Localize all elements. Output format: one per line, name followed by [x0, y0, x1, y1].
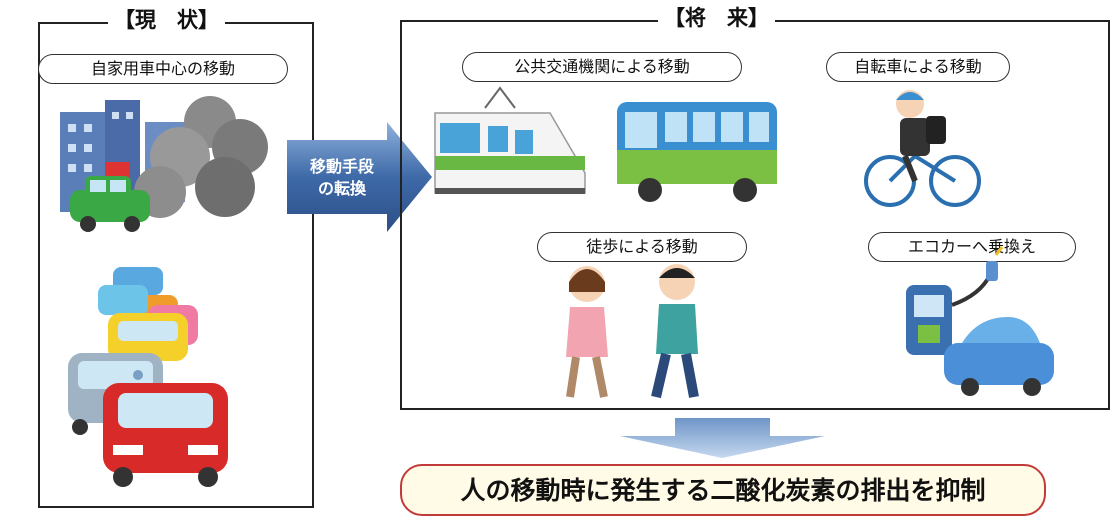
pill-bicycle: 自転車による移動 — [826, 52, 1010, 82]
bus-illustration — [617, 102, 777, 202]
down-arrow — [620, 418, 825, 458]
train-illustration — [434, 86, 586, 194]
transition-label-line2: の転換 — [317, 179, 366, 198]
cyclist-illustration — [864, 90, 981, 207]
transition-arrow — [287, 122, 432, 232]
current-title: 【現 状】 — [108, 8, 225, 32]
ev-charging-illustration — [906, 246, 1054, 396]
pill-ecocar: エコカーへ乗換え — [868, 232, 1076, 262]
walking-people-illustration — [566, 264, 699, 399]
future-title: 【将 来】 — [658, 6, 775, 30]
city-smog-illustration — [60, 96, 268, 232]
pill-walking: 徒歩による移動 — [537, 232, 747, 262]
result-banner: 人の移動時に発生する二酸化炭素の排出を抑制 — [400, 464, 1046, 516]
traffic-jam-illustration — [68, 267, 228, 487]
transition-label-line1: 移動手段 — [309, 157, 374, 176]
current-pill: 自家用車中心の移動 — [38, 54, 288, 84]
pill-public-transport: 公共交通機関による移動 — [462, 52, 742, 82]
